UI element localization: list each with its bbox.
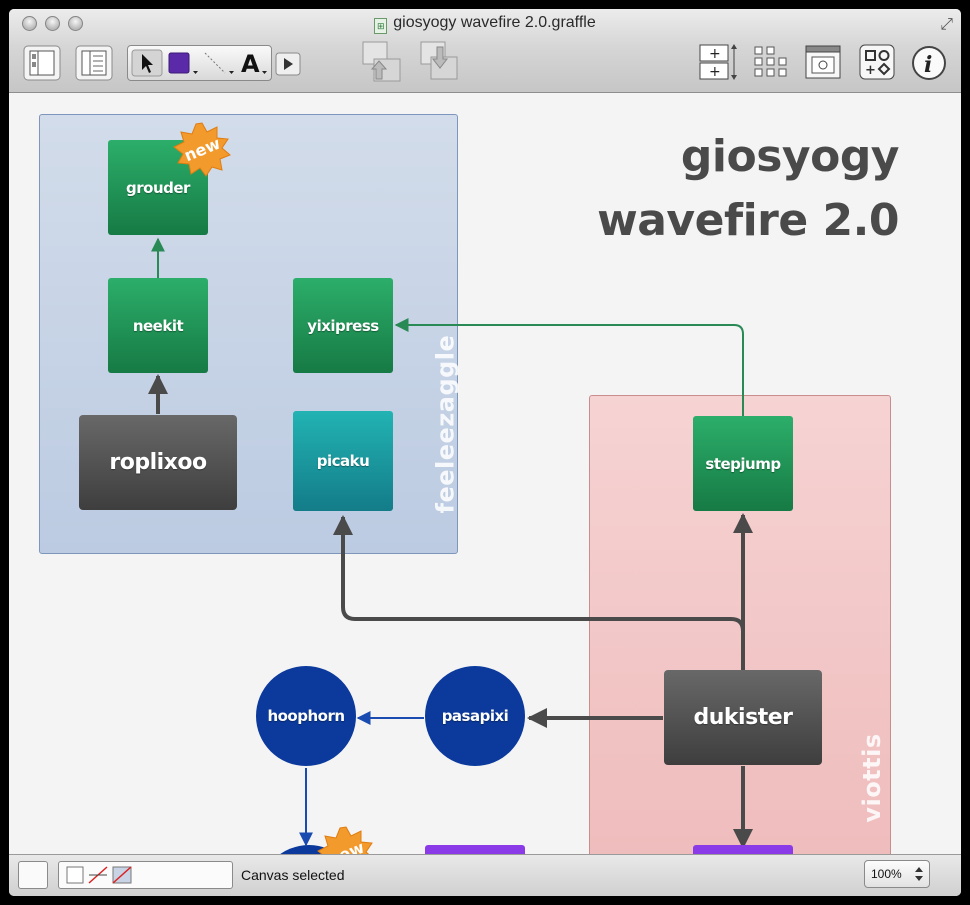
zoom-window-button[interactable] [68, 16, 83, 31]
style-tray[interactable] [58, 861, 233, 889]
window-title: ⊞ giosyogy wavefire 2.0.graffle [9, 14, 961, 34]
layout-icon[interactable] [753, 44, 789, 80]
svg-text:A: A [241, 50, 260, 77]
node-dukister[interactable]: dukister [664, 670, 822, 765]
stepper-arrows-icon[interactable] [914, 865, 924, 883]
node-neekit[interactable]: neekit [108, 278, 208, 373]
shape-tool-icon[interactable] [165, 49, 201, 77]
diagram-heading-line1: giosyogy [680, 131, 900, 182]
status-message: Canvas selected [241, 867, 345, 883]
connector-stepjump-yixipress [394, 318, 744, 416]
node-purple-right[interactable] [693, 845, 793, 854]
close-window-button[interactable] [22, 16, 37, 31]
send-to-back-icon[interactable] [413, 41, 459, 85]
canvas[interactable]: feeleezaggle viottis giosyogy wavefire 2… [9, 93, 961, 854]
app-window: ⊞ giosyogy wavefire 2.0.graffle ⤢ [9, 9, 961, 896]
graffle-document-icon: ⊞ [374, 18, 388, 34]
bring-to-front-icon[interactable] [362, 41, 406, 85]
fill-swatch[interactable] [18, 861, 48, 889]
outline-sidebar-icon[interactable] [75, 45, 113, 81]
more-tools-icon[interactable] [275, 52, 301, 76]
window-title-text: giosyogy wavefire 2.0.graffle [393, 14, 596, 31]
style-swatches-icon[interactable] [65, 862, 145, 888]
starburst-icon [317, 826, 373, 854]
node-roplixoo[interactable]: roplixoo [79, 415, 237, 510]
fullscreen-icon[interactable]: ⤢ [940, 14, 953, 33]
connector-dukister-picaku [333, 515, 745, 632]
connector-layer [148, 237, 753, 849]
resize-to-fit-icon[interactable]: + + [699, 41, 739, 85]
node-pasapixi[interactable]: pasapixi [425, 666, 525, 766]
info-icon[interactable]: i [911, 45, 947, 81]
line-tool-icon[interactable] [201, 49, 237, 77]
node-hoophorn[interactable]: hoophorn [256, 666, 356, 766]
svg-text:+: + [709, 64, 721, 80]
status-bar: Canvas selected 100% [9, 854, 961, 896]
new-badge: new [172, 121, 232, 177]
stencils-icon[interactable]: + [858, 43, 896, 81]
node-yixipress[interactable]: yixipress [293, 278, 393, 373]
svg-text:+: + [865, 63, 876, 78]
svg-text:+: + [709, 46, 721, 62]
selection-tool-icon[interactable] [131, 49, 163, 77]
canvases-sidebar-icon[interactable] [23, 45, 61, 81]
starburst-icon [173, 122, 231, 177]
node-picaku[interactable]: picaku [293, 411, 393, 511]
minimize-window-button[interactable] [45, 16, 60, 31]
node-stepjump[interactable]: stepjump [693, 416, 793, 511]
zoom-level: 100% [871, 867, 902, 881]
zoom-stepper[interactable]: 100% [864, 860, 930, 888]
node-circle-partial[interactable] [259, 845, 359, 854]
node-purple-left[interactable] [425, 845, 525, 854]
new-badge-bottom: new [316, 825, 376, 854]
text-tool-icon[interactable]: A [237, 49, 271, 77]
svg-text:i: i [924, 52, 932, 78]
toolbar: ⊞ giosyogy wavefire 2.0.graffle ⤢ [9, 9, 961, 93]
diagram-heading: giosyogy wavefire 2.0 [597, 125, 899, 253]
diagram-heading-line2: wavefire 2.0 [597, 195, 899, 246]
canvas-inspector-icon[interactable] [804, 43, 842, 81]
